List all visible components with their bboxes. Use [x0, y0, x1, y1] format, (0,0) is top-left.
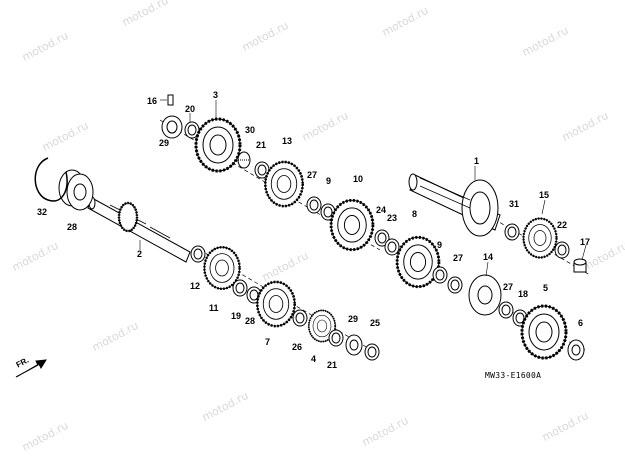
gear-part-3: [194, 117, 242, 173]
callout-29b: 29: [348, 314, 359, 324]
callout-1: 1: [474, 156, 480, 166]
callout-23: 23: [387, 213, 398, 223]
callout-21: 21: [256, 140, 267, 150]
circlip-part-31: [504, 223, 520, 241]
gear-part-7: [256, 280, 296, 328]
callout-9: 9: [326, 176, 332, 186]
bearing-part-6: [567, 339, 585, 361]
callout-22: 22: [557, 220, 568, 230]
callout-21b: 21: [327, 360, 338, 370]
callout-27b: 27: [453, 253, 464, 263]
gear-part-14: [468, 274, 502, 316]
gear-part-13: [264, 160, 304, 208]
callout-12: 12: [190, 281, 201, 291]
direction-arrow: [15, 359, 47, 378]
washer-part-22: [554, 241, 570, 259]
callout-6: 6: [578, 318, 584, 328]
callout-31: 31: [509, 199, 520, 209]
callout-26: 26: [292, 342, 303, 352]
callout-15: 15: [539, 190, 550, 200]
mainshaft-part-1: [408, 173, 501, 237]
callout-13: 13: [282, 136, 293, 146]
pin-part-16: [167, 94, 174, 106]
washer-part-25: [364, 343, 380, 361]
bolt-part-17: [573, 258, 587, 273]
callout-20: 20: [185, 104, 196, 114]
bearing-part-28: [58, 169, 94, 211]
callout-24: 24: [376, 205, 387, 215]
gear-part-5: [520, 304, 568, 360]
washer-part-23: [384, 238, 400, 256]
washer-part-21b: [328, 329, 344, 347]
callout-27c: 27: [503, 282, 514, 292]
callout-5: 5: [543, 283, 549, 293]
callout-28b: 28: [245, 316, 256, 326]
callout-4: 4: [311, 354, 317, 364]
callout-32: 32: [37, 207, 48, 217]
leader-lines: [139, 99, 587, 277]
washer-part-27b: [447, 276, 463, 294]
callout-19: 19: [231, 311, 242, 321]
callout-14: 14: [483, 252, 494, 262]
callout-30: 30: [245, 125, 256, 135]
callout-7: 7: [265, 337, 271, 347]
sprocket-part-15: [522, 217, 558, 259]
washer-part-26: [292, 309, 308, 327]
callout-29: 29: [159, 138, 170, 148]
callout-27: 27: [307, 170, 318, 180]
circlip-part-32: [34, 157, 68, 202]
washer-part-9b: [432, 266, 448, 284]
needle-bearing-part-30: [237, 151, 251, 169]
washer-part-19: [232, 279, 248, 297]
gear-part-10: [329, 198, 375, 252]
callout-17: 17: [580, 237, 591, 247]
diagram-code: MW33-E1600A: [485, 371, 542, 380]
callout-9b: 9: [437, 240, 443, 250]
washer-part-27: [306, 196, 322, 214]
callout-25: 25: [370, 318, 381, 328]
callout-11: 11: [209, 303, 219, 313]
washer-part-27c: [498, 301, 514, 319]
callout-2: 2: [137, 249, 143, 259]
callout-3: 3: [213, 90, 219, 100]
bearing-part-29b: [345, 334, 363, 356]
callout-8: 8: [412, 209, 418, 219]
callout-10: 10: [353, 174, 364, 184]
gear-part-8: [395, 235, 441, 289]
callout-28: 28: [67, 222, 78, 232]
washer-part-12: [190, 245, 206, 263]
callout-16: 16: [147, 96, 158, 106]
bearing-part-29: [161, 115, 183, 139]
callout-18: 18: [518, 289, 529, 299]
